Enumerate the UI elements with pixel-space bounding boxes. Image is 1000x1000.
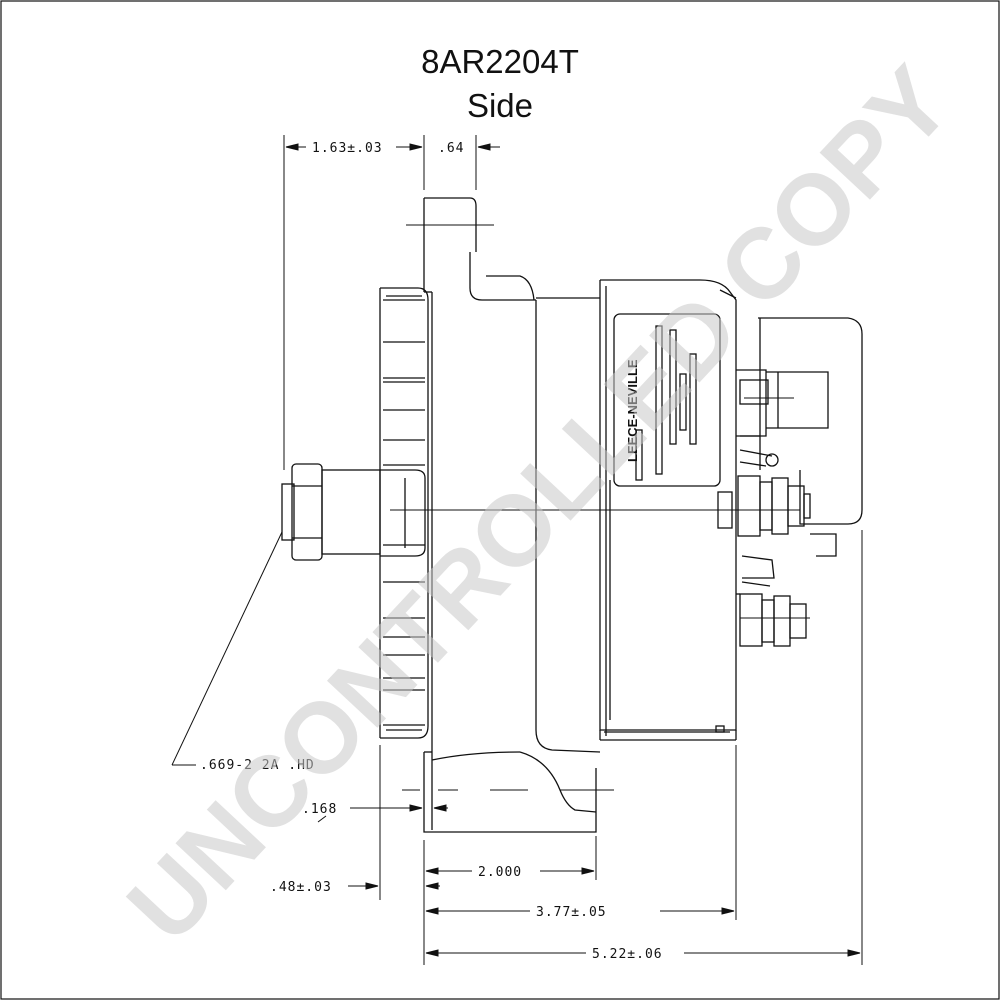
rear-regulator <box>736 317 863 647</box>
part-number-title: 8AR2204T <box>421 43 579 80</box>
dim-small: .168 <box>302 802 337 817</box>
dim-thread: .669-2 2A .HD <box>200 758 315 773</box>
center-lines <box>390 224 810 791</box>
watermark: UNCONTROLLED COPY <box>106 46 972 963</box>
dim-body-length: 3.77±.05 <box>536 905 607 920</box>
dim-top-right: .64 <box>438 141 464 156</box>
dim-flange: .48±.03 <box>270 880 332 895</box>
extension-lines <box>283 135 863 965</box>
shaft-nut <box>281 463 381 561</box>
view-label: Side <box>466 87 534 124</box>
rear-housing <box>536 279 737 741</box>
brand-logo: LEECE-NEVILLE <box>625 359 640 462</box>
dim-top-left: 1.63±.03 <box>312 141 383 156</box>
dimension-lines <box>171 143 861 957</box>
dim-2000: 2.000 <box>478 865 522 880</box>
dim-overall-length: 5.22±.06 <box>592 947 663 962</box>
alternator-outline <box>281 197 863 833</box>
front-housing <box>423 197 601 833</box>
